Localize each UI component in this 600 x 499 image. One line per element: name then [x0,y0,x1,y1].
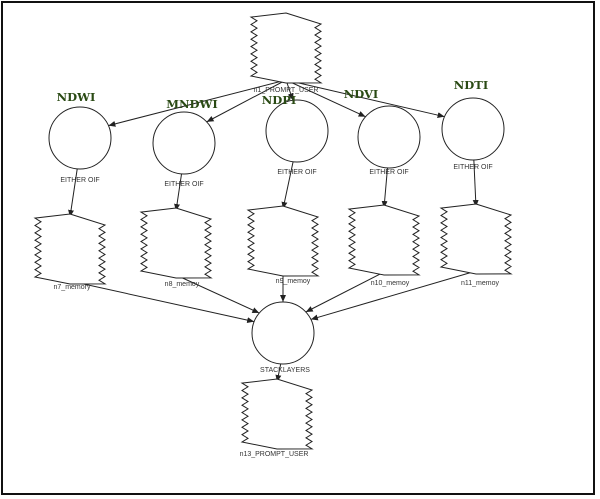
n1-label: n1_PROMPT_USER [254,87,319,94]
n11-label: n11_memoy [461,280,500,287]
n2-process-circle[interactable] [48,106,112,170]
n4-index-title: NDPI [262,93,297,107]
n8-label: n8_memoy [165,281,200,288]
node-n9[interactable]: n9_memoy [246,205,320,285]
edge-n4-to-n9 [281,161,294,210]
edge-n8-to-n12 [175,274,260,314]
n4-process-circle[interactable] [265,99,329,163]
n10-memory-shape[interactable] [347,204,421,276]
node-n7[interactable]: n7_memory [33,213,107,291]
edge-n2-to-n7 [68,168,78,218]
edge-n1-to-n6 [285,79,445,119]
node-n3[interactable]: EITHER OIF MNDWI [152,97,218,188]
node-n1[interactable]: n1_PROMPT_USER [249,12,323,94]
edges-layer [68,79,479,383]
n5-process-circle[interactable] [357,105,421,169]
nodes-layer: n1_PROMPT_USER EITHER OIF NDWI EITHER OIF MN… [33,12,513,458]
n9-label: n9_memoy [276,278,311,285]
n4-label: EITHER OIF [277,169,316,176]
n13-label: n13_PROMPT_USER [240,451,309,458]
node-n11[interactable]: n11_memoy [439,203,513,287]
n2-index-title: NDWI [57,90,96,104]
n6-label: EITHER OIF [453,164,492,171]
node-n8[interactable]: n8_memoy [139,207,213,288]
n12-process-circle[interactable] [251,301,315,365]
edge-n6-to-n11 [472,159,479,208]
n6-index-title: NDTI [454,78,488,92]
edge-n1-to-n3 [206,79,287,123]
node-n12[interactable]: STACKLAYERS [251,301,315,374]
n5-index-title: NDVI [344,87,379,101]
n13-memory-shape[interactable] [240,378,314,450]
edge-n10-to-n12 [305,271,385,313]
n11-memory-shape[interactable] [439,203,513,275]
n8-memory-shape[interactable] [139,207,213,279]
n1-memory-shape[interactable] [249,12,323,84]
n7-memory-shape[interactable] [33,213,107,285]
edge-n11-to-n12 [310,270,477,321]
n5-label: EITHER OIF [369,169,408,176]
n2-label: EITHER OIF [60,177,99,184]
n3-index-title: MNDWI [166,97,218,111]
n3-process-circle[interactable] [152,111,216,175]
node-n2[interactable]: EITHER OIF NDWI [48,90,112,184]
node-n13[interactable]: n13_PROMPT_USER [240,378,314,458]
edge-n5-to-n10 [381,167,388,209]
node-n4[interactable]: EITHER OIF NDPI [262,93,329,176]
node-n6[interactable]: EITHER OIF NDTI [441,78,505,171]
n12-label: STACKLAYERS [260,367,310,374]
edge-n3-to-n8 [174,173,183,212]
n9-memory-shape[interactable] [246,205,320,277]
n3-label: EITHER OIF [164,181,203,188]
edge-n7-to-n12 [69,280,255,324]
node-n10[interactable]: n10_memoy [347,204,421,287]
node-n5[interactable]: EITHER OIF NDVI [344,87,421,176]
n10-label: n10_memoy [371,280,410,287]
edge-n1-to-n2 [108,79,287,127]
n7-label: n7_memory [54,284,91,291]
edge-n1-to-n5 [285,79,366,118]
n6-process-circle[interactable] [441,97,505,161]
